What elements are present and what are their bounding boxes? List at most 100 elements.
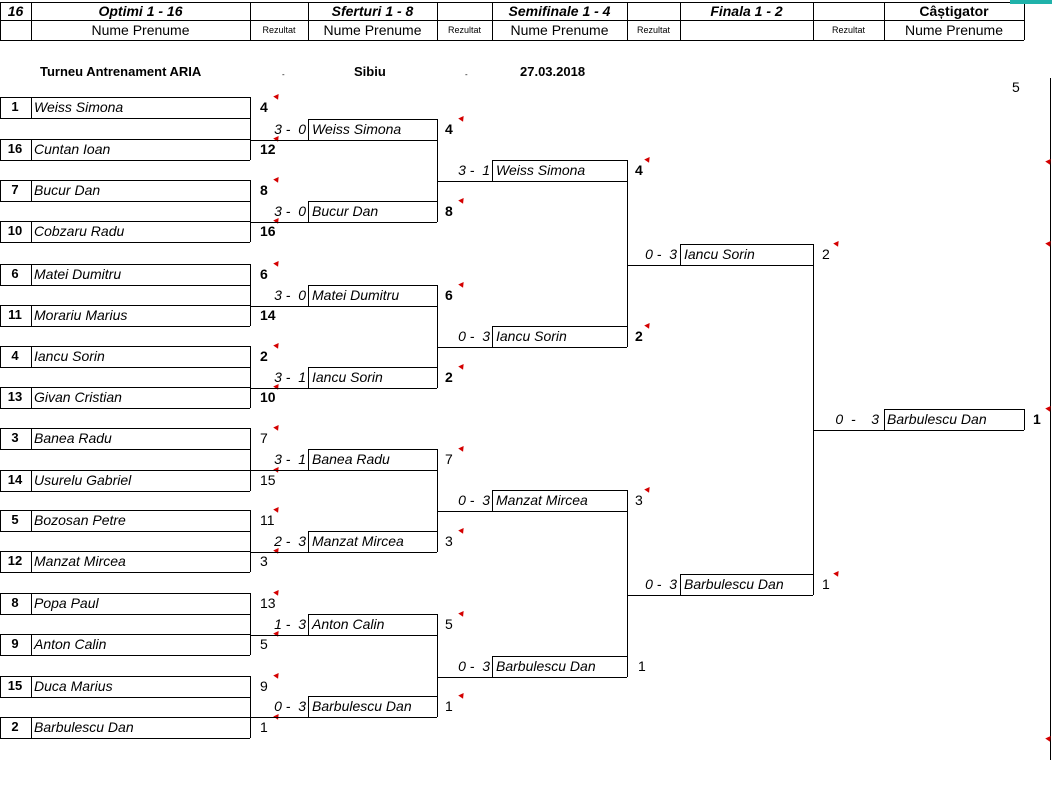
player-name[interactable]: Barbulescu Dan: [312, 698, 412, 714]
bracket-line: [0, 326, 250, 327]
player-name[interactable]: Bucur Dan: [34, 182, 101, 198]
seed-value: 4: [260, 99, 268, 115]
header-count: 16: [7, 3, 24, 19]
player-name[interactable]: Manzat Mircea: [34, 553, 126, 569]
comment-marker: [273, 424, 281, 433]
player-name[interactable]: Barbulescu Dan: [684, 576, 784, 592]
bracket-line: [308, 531, 309, 552]
bracket-line: [0, 717, 250, 718]
bracket-line: [437, 677, 627, 678]
match-score: 2 - 3: [274, 533, 306, 549]
player-name[interactable]: Iancu Sorin: [496, 328, 567, 344]
bracket-line: [250, 510, 251, 531]
player-name[interactable]: Iancu Sorin: [684, 246, 755, 262]
bracket-line: [250, 593, 251, 614]
player-name[interactable]: Duca Marius: [34, 678, 113, 694]
seed-value: 5: [260, 636, 268, 652]
seed-value: 1: [638, 658, 646, 674]
bracket-line: [31, 510, 32, 531]
bracket-line: [0, 717, 1, 738]
corner-number: 5: [1012, 79, 1020, 95]
seed-number: 3: [11, 430, 19, 445]
seed-value: 3: [260, 553, 268, 569]
comment-marker: [458, 445, 466, 454]
bracket-line: [250, 697, 251, 738]
match-score: 3 - 0: [274, 121, 306, 137]
header-result-label: Rezultat: [447, 25, 482, 35]
player-name[interactable]: Barbulescu Dan: [887, 411, 987, 427]
player-name[interactable]: Bucur Dan: [312, 203, 379, 219]
bracket-line: [0, 551, 1, 572]
player-name[interactable]: Matei Dumitru: [312, 287, 400, 303]
comment-marker: [273, 176, 281, 185]
player-name[interactable]: Anton Calin: [312, 616, 385, 632]
bracket-line: [0, 551, 250, 552]
bracket-line: [250, 346, 251, 367]
match-score: 0 - 3: [458, 328, 490, 344]
seed-value: 2: [260, 348, 268, 364]
player-name[interactable]: Cobzaru Radu: [34, 223, 125, 239]
bracket-line: [0, 614, 250, 615]
bracket-line: [680, 244, 813, 245]
seed-value: 2: [635, 328, 643, 344]
bracket-line: [308, 531, 437, 532]
bracket-line: [0, 118, 250, 119]
bracket-line: [0, 655, 250, 656]
bracket-line: [31, 180, 32, 201]
bracket-line: [250, 552, 437, 553]
bracket-line: [0, 676, 1, 697]
bracket-line: [250, 449, 251, 491]
player-name[interactable]: Banea Radu: [312, 451, 390, 467]
bracket-line: [250, 470, 437, 471]
bracket-line: [31, 717, 32, 738]
header-round3: Semifinale 1 - 4: [508, 3, 611, 19]
info-dash: -: [282, 70, 285, 79]
bracket-line: [250, 531, 251, 572]
selected-cell-indicator: [1010, 0, 1052, 4]
player-name[interactable]: Banea Radu: [34, 430, 112, 446]
seed-value: 4: [635, 162, 643, 178]
bracket-line: [680, 574, 681, 595]
seed-number: 9: [11, 636, 19, 651]
match-score: 0 - 3: [458, 492, 490, 508]
player-name[interactable]: Weiss Simona: [312, 121, 402, 137]
bracket-line: [31, 428, 32, 449]
bracket-line: [31, 139, 32, 160]
player-name[interactable]: Morariu Marius: [34, 307, 128, 323]
player-name[interactable]: Usurelu Gabriel: [34, 472, 132, 488]
player-name[interactable]: Popa Paul: [34, 595, 99, 611]
bracket-line: [31, 634, 32, 655]
bracket-line: [0, 531, 250, 532]
player-name[interactable]: Manzat Mircea: [312, 533, 404, 549]
bracket-line: [627, 160, 628, 181]
comment-marker: [273, 506, 281, 515]
bracket-line: [308, 367, 437, 368]
bracket-line: [492, 160, 493, 181]
player-name[interactable]: Matei Dumitru: [34, 266, 122, 282]
bracket-line: [437, 347, 627, 348]
comment-marker: [273, 260, 281, 269]
player-name[interactable]: Barbulescu Dan: [34, 719, 134, 735]
bracket-line: [813, 265, 814, 595]
player-name[interactable]: Cuntan Ioan: [34, 141, 111, 157]
player-name[interactable]: Iancu Sorin: [34, 348, 105, 364]
bracket-line: [437, 470, 438, 552]
header-round4: Finala 1 - 2: [710, 3, 783, 19]
bracket-line: [492, 160, 627, 161]
tournament-title: Turneu Antrenament ARIA: [40, 64, 202, 79]
bracket-line: [250, 388, 437, 389]
seed-value: 1: [822, 576, 830, 592]
player-name[interactable]: Manzat Mircea: [496, 492, 588, 508]
bracket-line: [31, 470, 32, 491]
bracket-line: [437, 511, 627, 512]
player-name[interactable]: Iancu Sorin: [312, 369, 383, 385]
player-name[interactable]: Bozosan Petre: [34, 512, 126, 528]
player-name[interactable]: Anton Calin: [34, 636, 107, 652]
player-name[interactable]: Weiss Simona: [34, 99, 124, 115]
player-name[interactable]: Weiss Simona: [496, 162, 586, 178]
seed-number: 12: [7, 553, 23, 568]
player-name[interactable]: Barbulescu Dan: [496, 658, 596, 674]
bracket-line: [250, 428, 251, 449]
bracket-line: [0, 470, 1, 491]
player-name[interactable]: Givan Cristian: [34, 389, 122, 405]
